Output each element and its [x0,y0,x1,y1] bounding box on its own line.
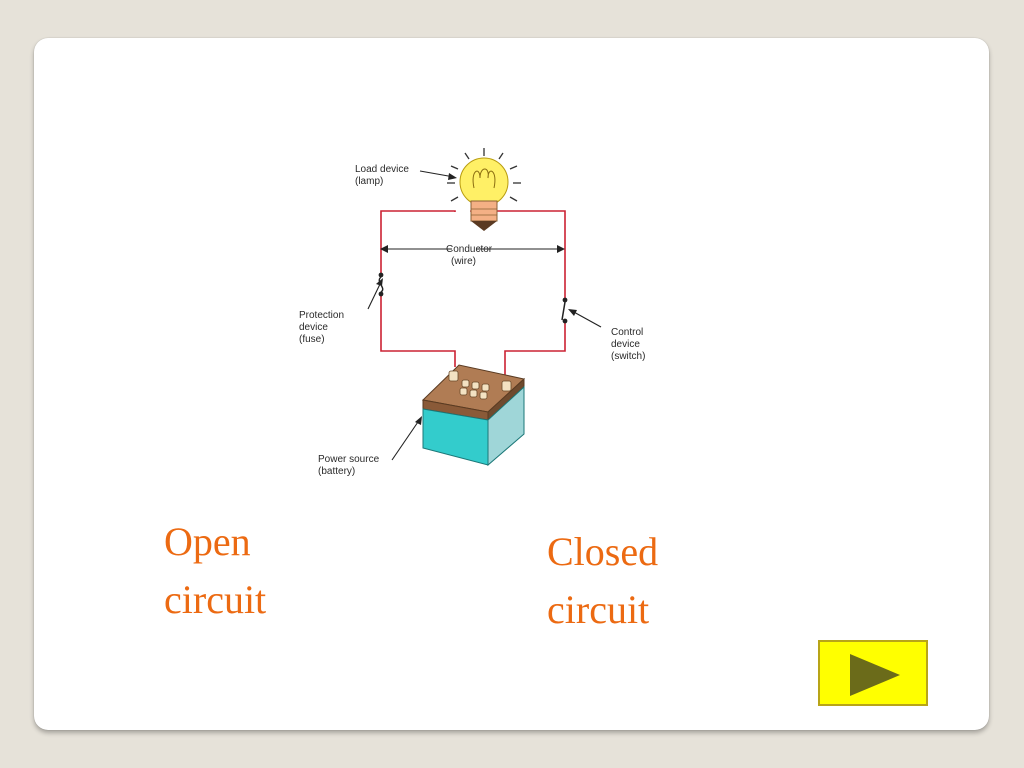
open-circuit-line-2: circuit [164,577,267,622]
lamp-rays [447,148,521,202]
conductor-wire [380,210,566,383]
closed-circuit-line-1: Closed [547,529,659,574]
open-circuit-option[interactable]: Open circuit [164,513,266,629]
open-circuit-line-1: Open [164,519,251,564]
control-device-label: Control device (switch) [611,327,646,362]
callout-arrows [367,170,602,461]
circuit-diagram: Load device (lamp) Conductor (wire) Prot… [299,148,646,477]
play-triangle-icon [850,654,900,696]
closed-circuit-option[interactable]: Closed circuit [547,523,658,639]
protection-device-label: Protection device (fuse) [299,310,347,345]
closed-circuit-line-2: circuit [547,587,650,632]
next-slide-button[interactable] [818,640,928,706]
lamp-icon [459,157,509,231]
battery-icon [421,364,526,467]
slide-card: Load device (lamp) Conductor (wire) Prot… [34,38,989,730]
load-device-label: Load device (lamp) [355,164,412,187]
conductor-label: Conductor (wire) [446,244,495,267]
switch-symbol [561,297,568,324]
arrowheads [376,173,577,425]
power-source-label: Power source (battery) [318,454,382,477]
